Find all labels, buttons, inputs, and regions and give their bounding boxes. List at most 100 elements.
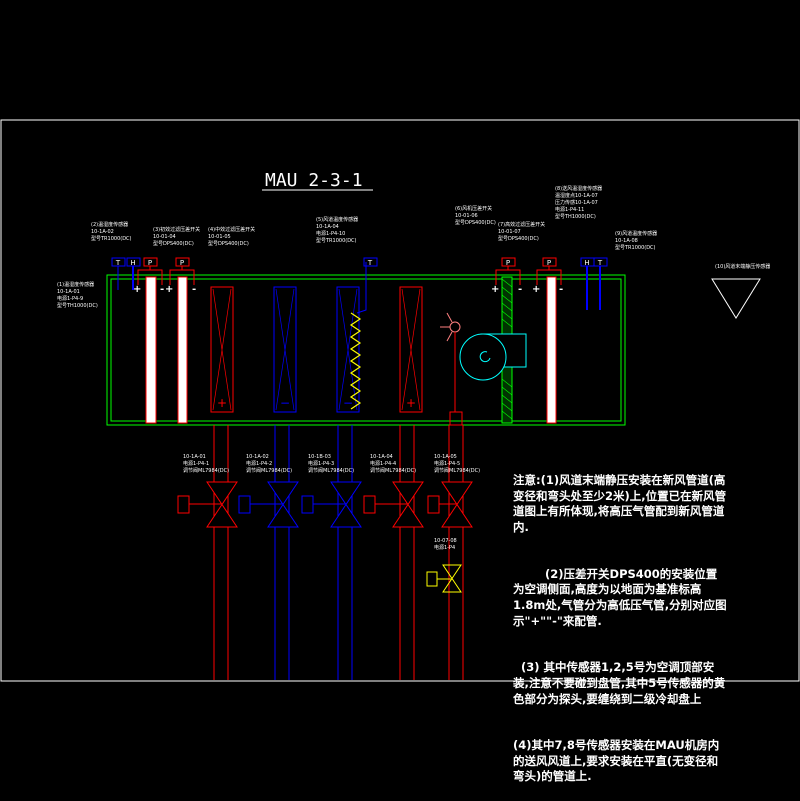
sensor-label: 10-1A-08 (615, 238, 638, 244)
humidifier-icon (440, 312, 463, 426)
sensor-label: 电源1-P4-10 (316, 230, 345, 237)
note-1: 注意:(1)风道末端静压安装在新风管道(高变径和弯头处至少2米)上,位置已在新风… (513, 473, 727, 534)
sensor-label: (4)中效过滤压差开关 (208, 226, 255, 233)
sensor-symbol: T (597, 259, 603, 267)
sensor-label: 10-01-06 (455, 213, 478, 219)
sensor-label: 型号TH1000(DC) (555, 213, 596, 220)
sensor-label: 10-1A-02 (91, 229, 114, 235)
sensor-label: 10-01-07 (498, 229, 521, 235)
sensor-label: (9)风道温度传感器 (615, 230, 657, 237)
reheat-coil (399, 286, 423, 413)
cooling-coil-2-sign: − (343, 396, 353, 410)
valve-label: 电源1-P4-3 (308, 460, 334, 467)
electric-heater-probe (349, 312, 362, 410)
valve-label: 电源1-P4-2 (246, 460, 272, 467)
valve-label: 10-07-08 (434, 538, 457, 544)
sensor-label: 温湿度点10-1A-07 (555, 192, 598, 199)
sensor-label: (5)风道温度传感器 (316, 216, 358, 223)
note-4: (4)其中7,8号传感器安装在MAU机房内的送风风道上,要求安装在平直(无变径和… (513, 738, 720, 784)
sensor-symbol: P (180, 259, 184, 267)
valve-label: 调节阀ML7984(DC) (434, 467, 480, 474)
sensor-label: (8)送风温湿度传感器 (555, 185, 602, 192)
cooling-coil-1-sign: − (280, 396, 290, 410)
valve-label: 调节阀ML7984(DC) (246, 467, 292, 474)
sensor-label: (3)初效过滤压差开关 (153, 226, 200, 233)
sensor-label: 10-1A-01 (57, 289, 80, 295)
sensor-label: (1)温湿度传感器 (57, 281, 94, 288)
high-efficiency-filter (546, 276, 557, 424)
primary-filter (145, 276, 157, 424)
hatch (501, 278, 513, 420)
valve-label: 电源1-P4-1 (183, 460, 209, 467)
valve-label: 10-1A-02 (246, 454, 269, 460)
sensor-symbol: T (115, 259, 121, 267)
minus-sign: - (518, 284, 522, 295)
supply-fan-icon (459, 333, 527, 381)
reheat-coil-symbol (401, 288, 421, 411)
cooling-coil-2 (336, 286, 360, 413)
humidifier-valve-icon (442, 564, 462, 593)
heater-sensor-wire (356, 262, 367, 314)
valve-label: 电源1-P4 (434, 544, 455, 551)
medium-filter (177, 276, 188, 424)
valve-actuator (238, 495, 251, 514)
sensor-label: 10-01-04 (153, 234, 176, 240)
cooling-coil-1-symbol (275, 288, 295, 411)
sensor-symbol: P (506, 259, 510, 267)
valve-actuator (177, 495, 190, 514)
reheat-coil-sign: + (406, 396, 416, 410)
humidifier-valve-actuator (426, 571, 438, 587)
sensor-label: 型号DPS400(DC) (208, 240, 249, 247)
valve-actuator (427, 495, 440, 514)
cooling-coil-1 (273, 286, 297, 413)
static-pressure-sensor-icon (711, 278, 761, 319)
plus-sign: + (165, 284, 173, 295)
valve-label: 10-1B-03 (308, 454, 331, 460)
sensor-label: 型号DPS400(DC) (455, 219, 496, 226)
sensor-symbol: H (584, 259, 589, 267)
valve-label: 10-1A-01 (183, 454, 206, 460)
heating-coil-symbol (212, 288, 232, 411)
sensor-label: 10-01-05 (208, 234, 231, 240)
heating-coil-sign: + (217, 396, 227, 410)
valve-label: 电源1-P4-5 (434, 460, 460, 467)
note-2: (2)压差开关DPS400的安装位置为空调侧面,高度为以地面为基准标高1.8m处… (513, 566, 727, 628)
minus-sign: - (160, 284, 164, 295)
sensor-label: 压力传感10-1A-07 (555, 199, 598, 206)
minus-sign: - (192, 284, 196, 295)
sensor-label: (10)风道末端静压传感器 (715, 263, 770, 270)
valve-label: 10-1A-05 (434, 454, 457, 460)
valve-label: 调节阀ML7984(DC) (183, 467, 229, 474)
sensor-symbol: P (547, 259, 551, 267)
cooling-coil-2-symbol (338, 288, 358, 411)
sensor-label: (7)高效过滤压差开关 (498, 221, 545, 228)
sensor-label: (2)温湿度传感器 (91, 221, 128, 228)
drawing-frame (0, 119, 800, 682)
sensor-label: 型号TR1000(DC) (316, 237, 357, 244)
plus-sign: + (491, 284, 499, 295)
sensor-symbol: P (148, 259, 152, 267)
plus-sign: + (133, 284, 141, 295)
heating-coil (210, 286, 234, 413)
sensor-symbol: T (367, 259, 373, 267)
sensor-label: 电源1-P4-11 (555, 206, 584, 213)
sensor-label: 型号TR1000(DC) (91, 235, 132, 242)
notes-block: 注意:(1)风道末端静压安装在新风管道(高变径和弯头处至少2米)上,位置已在新风… (513, 442, 728, 801)
drawing-title: MAU 2-3-1 (265, 170, 363, 191)
sensor-label: 电源1-P4-9 (57, 295, 83, 302)
valve-label: 10-1A-04 (370, 454, 393, 460)
sensor-label: 型号DPS400(DC) (498, 235, 539, 242)
minus-sign: - (559, 284, 563, 295)
valve-actuator (363, 495, 376, 514)
valve-label: 电源1-P4-4 (370, 460, 396, 467)
sensor-label: 型号TR1000(DC) (615, 244, 656, 251)
valve-label: 调节阀ML7984(DC) (370, 467, 416, 474)
sensor-symbol: H (130, 259, 135, 267)
note-3: (3) 其中传感器1,2,5号为空调顶部安装,注意不要碰到盘管,其中5号传感器的… (513, 660, 726, 706)
valve-actuator (301, 495, 314, 514)
valve-label: 调节阀ML7984(DC) (308, 467, 354, 474)
sensor-box (363, 257, 378, 267)
sensor-label: 型号DPS400(DC) (153, 240, 194, 247)
sensor-label: 型号TH1000(DC) (57, 302, 98, 309)
